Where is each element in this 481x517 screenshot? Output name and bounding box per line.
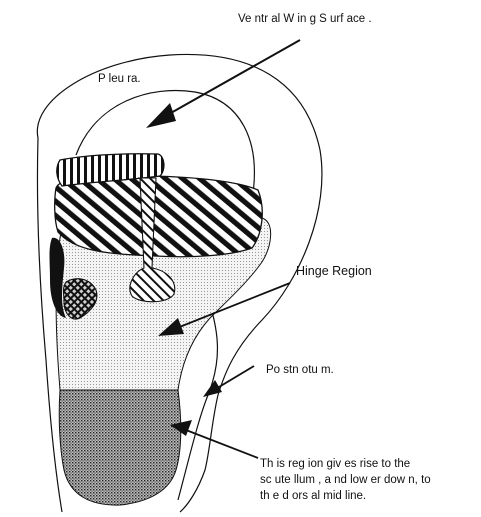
pleura-label: P leu ra. xyxy=(98,73,141,85)
arrow-postnotum xyxy=(203,366,254,397)
region-note-line-3: th e d ors al mid line. xyxy=(260,490,366,502)
scutellum-region xyxy=(59,390,181,505)
region-note-line-2: sc ute llum , a nd low er dow n, to xyxy=(260,474,431,486)
arrow-region-note xyxy=(170,420,258,458)
ventral-wing-hatched-region xyxy=(55,176,263,257)
region-note-line-1: Th is reg ion giv es rise to the xyxy=(260,458,410,470)
postnotum-label: Po stn otu m. xyxy=(266,364,334,376)
hinge-region-label: Hinge Region xyxy=(296,264,372,278)
ventral-wing-surface-label: Ve ntr al W in g S urf ace . xyxy=(238,13,372,25)
arrow-ventral-wing xyxy=(146,40,300,128)
